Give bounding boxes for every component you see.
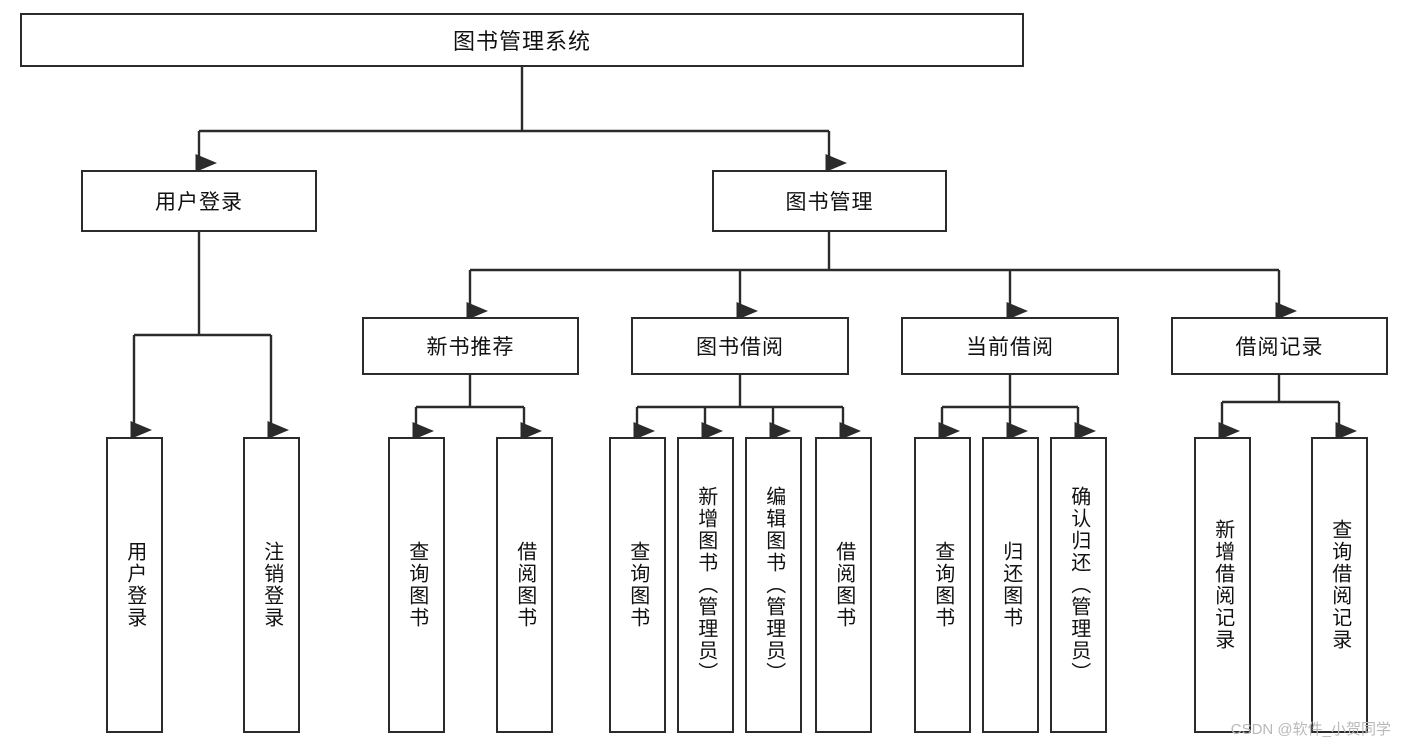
leaf-record-query-record[interactable]: 查询借阅记录 <box>1311 437 1368 733</box>
node-label: 查询图书 <box>405 541 428 629</box>
leaf-current-query-book[interactable]: 查询图书 <box>914 437 971 733</box>
node-label: 借阅记录 <box>1235 336 1324 359</box>
node-book-borrow[interactable]: 图书借阅 <box>631 317 849 375</box>
node-label: 图书借阅 <box>696 336 784 359</box>
node-label: 归还图书 <box>999 541 1022 629</box>
leaf-current-return-book[interactable]: 归还图书 <box>982 437 1039 733</box>
leaf-recommend-borrow-book[interactable]: 借阅图书 <box>496 437 553 733</box>
node-current-borrow[interactable]: 当前借阅 <box>901 317 1119 375</box>
node-label: 图书管理 <box>785 191 874 214</box>
node-label: 确认归还（管理员） <box>1067 486 1090 684</box>
node-book-management[interactable]: 图书管理 <box>712 170 947 232</box>
node-label: 新增图书（管理员） <box>694 486 717 684</box>
node-label: 新书推荐 <box>426 336 515 359</box>
node-label: 用户登录 <box>155 191 243 214</box>
node-label: 注销登录 <box>260 541 283 629</box>
node-user-login[interactable]: 用户登录 <box>81 170 317 232</box>
leaf-borrow-add-book[interactable]: 新增图书（管理员） <box>677 437 734 733</box>
node-label: 借阅图书 <box>832 541 855 629</box>
leaf-borrow-borrow-book[interactable]: 借阅图书 <box>815 437 872 733</box>
node-label: 借阅图书 <box>513 541 536 629</box>
node-label: 新增借阅记录 <box>1211 519 1234 651</box>
leaf-current-confirm-return[interactable]: 确认归还（管理员） <box>1050 437 1107 733</box>
node-root-system[interactable]: 图书管理系统 <box>20 13 1024 67</box>
node-label: 查询借阅记录 <box>1328 519 1351 651</box>
node-label: 用户登录 <box>123 541 146 629</box>
node-new-book-recommend[interactable]: 新书推荐 <box>362 317 579 375</box>
leaf-borrow-edit-book[interactable]: 编辑图书（管理员） <box>745 437 802 733</box>
node-label: 查询图书 <box>931 541 954 629</box>
node-label: 查询图书 <box>626 541 649 629</box>
leaf-recommend-query-book[interactable]: 查询图书 <box>388 437 445 733</box>
node-label: 图书管理系统 <box>452 29 591 54</box>
node-borrow-record[interactable]: 借阅记录 <box>1171 317 1388 375</box>
leaf-user-login-login[interactable]: 用户登录 <box>106 437 163 733</box>
leaf-record-add-record[interactable]: 新增借阅记录 <box>1194 437 1251 733</box>
leaf-user-login-logout[interactable]: 注销登录 <box>243 437 300 733</box>
node-label: 编辑图书（管理员） <box>762 486 785 684</box>
leaf-borrow-query-book[interactable]: 查询图书 <box>609 437 666 733</box>
node-label: 当前借阅 <box>966 336 1054 359</box>
